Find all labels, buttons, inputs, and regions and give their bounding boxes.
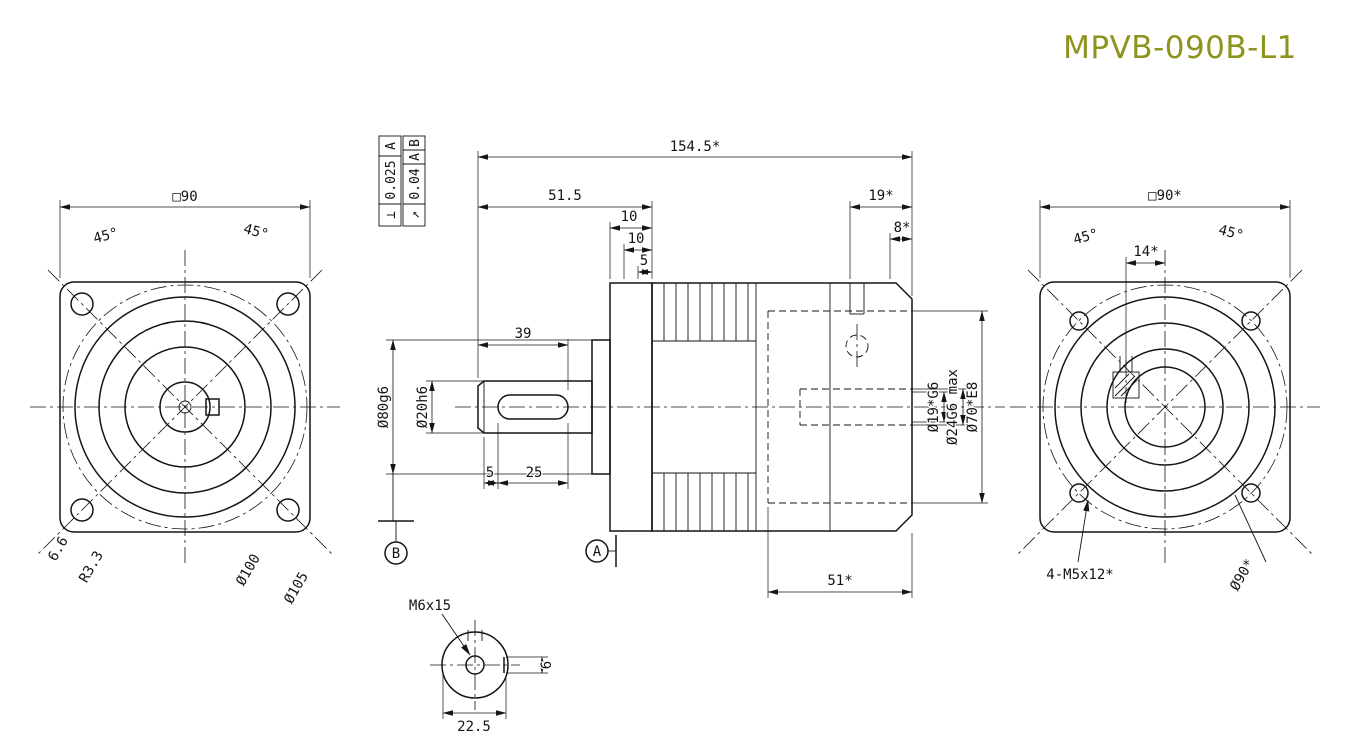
fcf-runout-datum-b: B — [408, 139, 423, 147]
fcf-runout-datum-a: A — [408, 153, 423, 161]
drawing-title: MPVB-090B-L1 — [1063, 30, 1297, 66]
callout-hole-radius: R3.3 — [76, 548, 107, 585]
fcf-runout-symbol: ↗ — [408, 211, 423, 219]
dim-pilot-dia: Ø80g6 — [376, 386, 392, 428]
fcf-perpendicularity: ⊥ 0.025 A — [378, 135, 402, 227]
dim-key-offset: 22.5 — [457, 719, 491, 735]
section-view: ⊥ 0.025 A ↗ 0.04 A B — [375, 135, 1005, 598]
rear-screw-bottom-right — [1241, 483, 1261, 503]
dim-spigot-dia: Ø70*E8 — [965, 382, 981, 433]
rear-pilot-circle — [1054, 296, 1276, 518]
datum-b-circle — [384, 541, 408, 565]
dim-bore-dia: Ø19*G6 — [926, 382, 942, 433]
fcf-perp-symbol: ⊥ — [384, 211, 399, 219]
dim-boss-length: 5 — [640, 253, 648, 269]
rear-screw-top-right — [1241, 311, 1261, 331]
front-body-circle — [98, 320, 272, 494]
rear-bolt-circle — [1042, 284, 1288, 530]
front-angle-right: 45° — [242, 221, 271, 243]
datum-a-label: A — [593, 544, 602, 560]
rear-screw-top-left — [1069, 311, 1089, 331]
fcf-runout-tolerance: 0.04 — [408, 168, 423, 199]
callout-bolt-dia: Ø105 — [281, 569, 312, 606]
dim-key-start: 5 — [486, 465, 494, 481]
dim-shaft-dia: Ø20h6 — [415, 386, 431, 428]
rear-diagonal-1 — [1027, 269, 1313, 555]
front-hub-circle — [124, 346, 246, 468]
rear-flange-outline — [1039, 281, 1291, 533]
dim-clamp-offset: 14* — [1133, 244, 1158, 260]
rear-diagonal-2 — [1017, 269, 1303, 555]
dim-overall-length: 154.5* — [670, 139, 721, 155]
front-bolt-circle — [62, 284, 308, 530]
front-center-hole — [178, 400, 192, 414]
callout-pilot-dia: Ø100 — [233, 551, 264, 588]
fcf-runout: ↗ 0.04 A B — [402, 135, 426, 227]
fcf-perp-datum: A — [384, 142, 399, 150]
front-keyway — [205, 398, 220, 416]
front-hole-top-right — [276, 292, 300, 316]
rear-view: □90* 45° 45° 14* 4-M5x12* Ø90* — [1010, 187, 1320, 595]
front-diagonal-2 — [37, 269, 323, 555]
front-hole-bottom-right — [276, 498, 300, 522]
gearbox-body — [651, 282, 913, 532]
rear-body-circle — [1080, 322, 1250, 492]
dim-bore-max: Ø24G6 max — [945, 369, 961, 445]
dim-key-length: 39 — [515, 326, 532, 342]
key-detail-view: 6 M6x15 22.5 — [408, 597, 557, 737]
callout-rear-bolt-circle: Ø90* — [1227, 556, 1258, 593]
dim-rear-offset: 8* — [894, 220, 911, 236]
dim-key-len: 25 — [526, 465, 543, 481]
shaft-keyway — [497, 394, 569, 420]
rear-bore-circle — [1124, 366, 1206, 448]
dim-rear-square: □90* — [1148, 188, 1182, 204]
rear-angle-left: 45° — [1072, 226, 1101, 248]
front-bore-circle — [159, 381, 211, 433]
dim-step-length: 10 — [628, 231, 645, 247]
front-angle-left: 45° — [92, 225, 121, 247]
front-hole-top-left — [70, 292, 94, 316]
rear-angle-right: 45° — [1217, 222, 1246, 244]
tapped-hole-circle — [465, 655, 485, 675]
dim-rear-step: 19* — [868, 188, 893, 204]
dim-key-width: 6 — [539, 661, 555, 669]
rear-hub-circle — [1106, 348, 1224, 466]
front-view: □90 45° 45° 6.6 R3.3 Ø100 Ø105 — [30, 188, 340, 608]
dim-rear-length: 51* — [827, 573, 852, 589]
dim-front-square: □90 — [172, 189, 197, 205]
callout-screws: 4-M5x12* — [1046, 567, 1113, 583]
datum-a-circle — [585, 539, 609, 563]
front-diagonal-1 — [47, 269, 333, 555]
callout-hole-dia: 6.6 — [45, 534, 72, 564]
front-pilot-circle — [74, 296, 296, 518]
shaft-section-circle — [441, 631, 509, 699]
front-hole-bottom-left — [70, 498, 94, 522]
front-flange-outline — [59, 281, 311, 533]
dim-shaft-length: 51.5 — [548, 188, 582, 204]
callout-thread: M6x15 — [409, 598, 451, 614]
rear-screw-bottom-left — [1069, 483, 1089, 503]
fcf-perp-tolerance: 0.025 — [384, 160, 399, 199]
dim-pilot-length: 10 — [621, 209, 638, 225]
datum-b-label: B — [392, 546, 400, 562]
